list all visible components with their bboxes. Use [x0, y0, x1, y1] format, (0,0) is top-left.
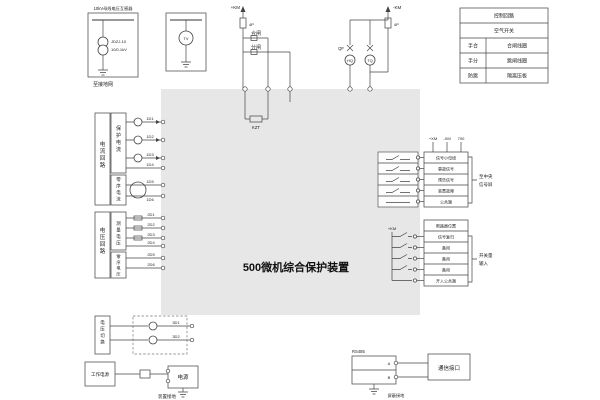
input-row-5: 开入公共端 — [436, 278, 456, 284]
terminal-1d2: 1D2 — [146, 134, 154, 139]
legend-row-4b: 跳闸线圈 — [507, 58, 527, 65]
input-common-label: +KM — [388, 226, 396, 231]
power-block: 工作电源 电源 装置接地 — [84, 361, 199, 400]
tv-caption: 10kV母线电压互感器 — [94, 5, 134, 12]
power-box-label: 电源 — [177, 373, 189, 381]
trip-coil-label: TQ — [367, 58, 373, 63]
protection-current-label: 保护电流 — [116, 125, 121, 153]
fuse-right-label: 4P — [394, 22, 399, 27]
terminal-1d5: 1D5 — [146, 179, 154, 184]
control-negative-label: -KM — [393, 5, 402, 10]
input-note-line2: 输入 — [479, 260, 488, 267]
signal-row-3: 预告信号 — [438, 177, 454, 183]
qf-aux-label: QF — [338, 46, 344, 51]
signal-output-block: +XM -XM 700 信号小母线 事故信号 预告信号 装置故障 公共端 至中央… — [377, 136, 493, 208]
voltage-outer-label: 电压回路 — [100, 226, 106, 255]
input-row-2: 备用 — [442, 245, 450, 251]
device-ground-label: 装置接地 — [158, 393, 176, 400]
signal-bus-plus-xm: +XM — [429, 136, 437, 141]
terminal-2d3: 2D3 — [147, 232, 155, 237]
legend-row-3b: 合闸线圈 — [507, 43, 527, 50]
terminal-2d6: 2D6 — [147, 262, 155, 267]
signal-row-5: 公共端 — [440, 199, 452, 205]
trip-label: 分闸 — [251, 44, 261, 51]
signal-bus-700: 700 — [458, 136, 465, 141]
input-row-4: 备用 — [442, 267, 450, 273]
voltage-switch-label: 电压切换 — [100, 319, 105, 346]
pt-label: TV — [183, 36, 188, 41]
legend-row-3a: 手合 — [468, 43, 478, 50]
pt-box: TV — [165, 12, 207, 72]
signal-row-1: 信号小母线 — [436, 155, 456, 161]
terminal-2d5: 2D5 — [147, 252, 155, 257]
tv-ratio: 10/0.1kV — [111, 47, 127, 52]
voltage-switch-group: 电压切换 3D1 3D2 — [94, 315, 195, 355]
zero-seq-current-label: 零序电流 — [116, 177, 121, 203]
terminal-1d3: 1D3 — [146, 152, 154, 157]
kzt-label: KZT — [252, 125, 260, 130]
terminal-2d2: 2D2 — [147, 222, 155, 227]
comm-a-label: A — [388, 361, 391, 366]
legend-row-5b: 隔离压板 — [507, 73, 527, 80]
comm-interface-label: 通信接口 — [438, 364, 460, 372]
terminal-2d4: 2D4 — [147, 240, 155, 245]
input-header: 断路器位置 — [436, 223, 456, 229]
rs485-label: RS485 — [352, 349, 365, 354]
legend-row-2: 空气开关 — [494, 28, 514, 35]
terminal-1d4: 1D4 — [146, 162, 154, 167]
input-note-line1: 开关量 — [479, 252, 493, 259]
terminal-3d2: 3D2 — [172, 334, 180, 339]
current-outer-label: 电流回路 — [100, 140, 106, 169]
measure-voltage-label: 测量电压 — [116, 220, 121, 247]
comm-block: RS485 A B 通信接口 屏蔽接地 — [351, 349, 471, 399]
close-label: 合闸 — [251, 30, 261, 37]
signal-note-line2: 信号屏 — [479, 181, 493, 188]
zero-seq-voltage-label: 零序电压 — [116, 254, 121, 277]
tv-ground-label: 至接地网 — [93, 81, 113, 88]
close-coil-label: HQ — [347, 58, 353, 63]
current-input-group: 电流回路 保护电流 零序电流 1D1 1D2 1D3 1D4 1D5 1D6 — [94, 112, 166, 206]
control-circuit: +KM -KM 4P 4P 合闸 分闸 QF HQ TQ — [231, 5, 402, 130]
signal-note-line1: 至中央 — [479, 173, 493, 180]
comm-b-label: B — [388, 375, 391, 380]
legend-row-1: 控制回路 — [494, 13, 514, 20]
input-row-3: 备用 — [442, 256, 450, 262]
legend-row-4a: 手分 — [468, 58, 478, 65]
device-title: 500微机综合保护装置 — [243, 260, 349, 274]
tv-block: 10kV母线电压互感器 JDZJ-10 10/0.1kV 至接地网 — [87, 5, 139, 88]
device-body: 500微机综合保护装置 — [161, 89, 420, 315]
power-source-label: 工作电源 — [91, 371, 109, 378]
signal-row-4: 装置故障 — [438, 188, 454, 194]
terminal-2d1: 2D1 — [147, 212, 155, 217]
control-positive-label: +KM — [231, 5, 241, 10]
terminal-3d1: 3D1 — [172, 320, 180, 325]
control-legend-table: 控制回路 空气开关 手合 合闸线圈 手分 跳闸线圈 防跳 隔离压板 — [459, 7, 549, 84]
terminal-1d1: 1D1 — [146, 116, 154, 121]
signal-bus-minus-xm: -XM — [443, 136, 450, 141]
digital-input-block: +KM 断路器位置 信号复归 备用 备用 备用 开入公共端 开关量 输入 — [388, 219, 493, 287]
tv-model: JDZJ-10 — [111, 39, 127, 44]
input-row-1: 信号复归 — [438, 234, 454, 240]
legend-row-5a: 防跳 — [468, 73, 478, 80]
terminal-1d6: 1D6 — [146, 197, 154, 202]
fuse-left-label: 4P — [249, 22, 254, 27]
voltage-input-group: 电压回路 测量电压 零序电压 2D1 2D2 2D3 2D4 2D5 2D6 — [94, 211, 166, 279]
signal-row-2: 事故信号 — [438, 166, 454, 172]
shield-ground-label: 屏蔽接地 — [388, 392, 406, 399]
